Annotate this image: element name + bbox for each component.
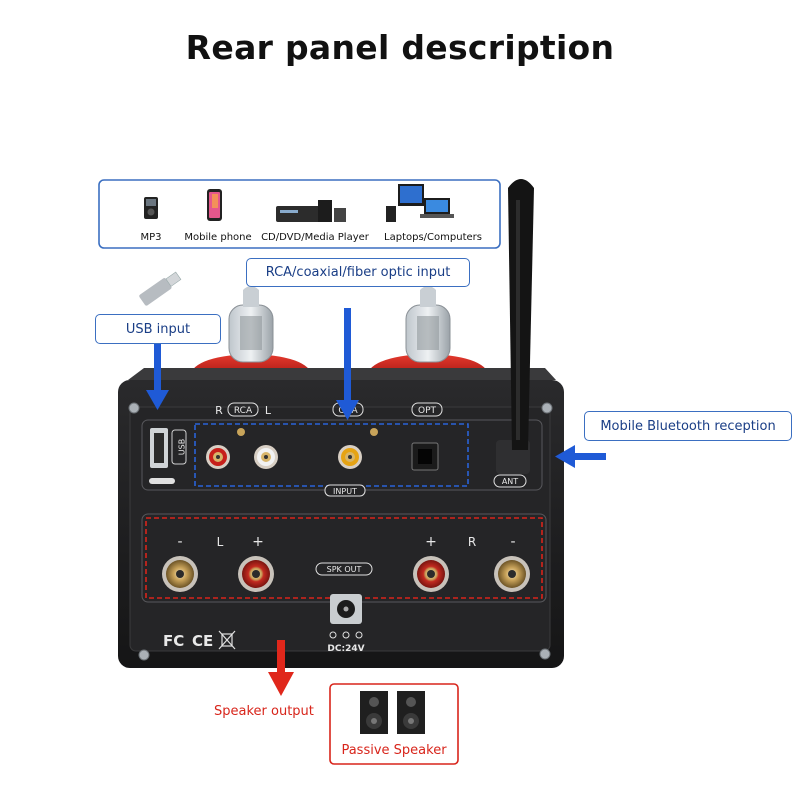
coaxial-jack <box>338 445 362 469</box>
fc-mark: FC <box>163 632 184 650</box>
optical-jack <box>411 442 439 471</box>
bluetooth-callout: Mobile Bluetooth reception <box>584 411 792 441</box>
device-mp3: MP3 <box>140 232 162 243</box>
bluetooth-arrow <box>555 445 606 468</box>
usb-panel-label: USB <box>178 439 187 455</box>
spk-right-minus-label: - <box>510 534 515 550</box>
usb-port <box>150 428 168 468</box>
dc-power-jack <box>330 594 362 624</box>
usb-callout: USB input <box>95 314 221 344</box>
input-callout: RCA/coaxial/fiber optic input <box>246 258 470 287</box>
mp3-icon <box>144 197 158 219</box>
spk-left-minus-label: - <box>177 534 182 550</box>
speaker-post-right-minus <box>494 556 530 592</box>
speaker-post-right-plus <box>413 556 449 592</box>
weee-bin-icon <box>218 630 236 650</box>
usb-stick-icon <box>139 271 182 306</box>
dc-label: DC:24V <box>327 644 364 654</box>
laptop-icon <box>386 184 454 222</box>
spk-r-label: R <box>468 535 476 549</box>
input-section-frame <box>194 423 469 487</box>
usb-arrow <box>146 344 169 410</box>
device-media-player: CD/DVD/Media Player <box>261 232 369 243</box>
rca-left-jack <box>254 445 278 469</box>
amp-top <box>128 368 556 380</box>
antenna <box>496 179 534 474</box>
speaker-output-arrow <box>268 640 294 696</box>
device-mobile-phone: Mobile phone <box>184 232 252 243</box>
speaker-icon <box>360 691 425 734</box>
spk-left-plus-label: + <box>252 534 264 550</box>
rca-right-jack <box>206 445 230 469</box>
rca-l-label: L <box>265 404 272 417</box>
spk-right-plus-label: + <box>425 534 437 550</box>
rca-label: RCA <box>234 406 253 416</box>
ant-label: ANT <box>502 477 518 486</box>
rear-panel <box>129 406 551 652</box>
input-label: INPUT <box>333 487 357 496</box>
media-player-icon <box>276 200 346 222</box>
page-title: Rear panel description <box>185 28 615 67</box>
passive-speaker-label: Passive Speaker <box>341 743 447 758</box>
input-arrow <box>336 308 359 420</box>
speaker-post-left-minus <box>162 556 198 592</box>
ce-mark: CE <box>192 632 213 650</box>
speaker-post-left-plus <box>238 556 274 592</box>
mobile-phone-icon <box>207 189 222 221</box>
opt-label: OPT <box>418 406 437 416</box>
spk-out-label: SPK OUT <box>327 565 362 574</box>
rca-r-label: R <box>215 404 223 417</box>
panel-screws <box>128 402 553 661</box>
spk-l-label: L <box>217 535 224 549</box>
speaker-output-label: Speaker output <box>214 704 314 719</box>
device-laptops: Laptops/Computers <box>384 232 482 243</box>
